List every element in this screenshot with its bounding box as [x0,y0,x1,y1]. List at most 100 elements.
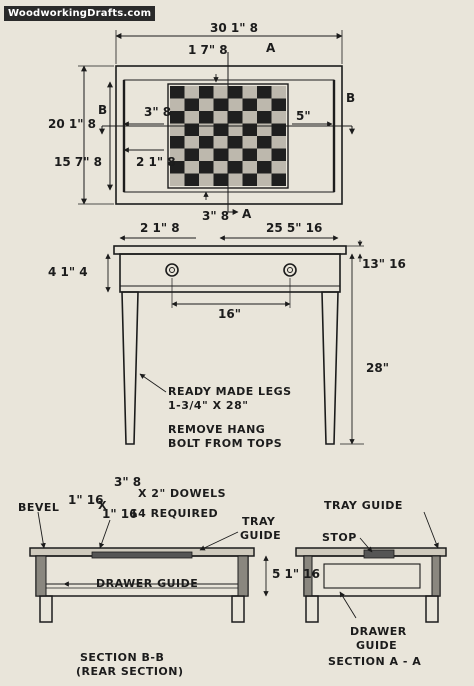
chess-square [242,136,257,149]
chess-square [199,173,214,186]
chess-square [199,136,214,149]
chess-square [170,136,185,149]
bb-caption-sub: (REAR SECTION) [76,665,184,678]
dim-board-inset-top-label: 3" 8 [144,105,172,119]
chess-square [199,148,214,161]
top-view [78,30,355,215]
times-label: X [98,499,107,512]
dim-drawer-span-label: 16" [218,307,241,321]
chess-square [184,111,199,124]
aa-caption: SECTION A - A [328,655,422,668]
chess-square [213,123,228,136]
site-logo[interactable]: WoodworkingDrafts.com [4,6,156,21]
chess-square [228,161,243,174]
chess-square [271,148,286,161]
leg-left [121,291,139,445]
dim-apron-height-label: 4 1" 4 [48,265,88,279]
chess-square [271,123,286,136]
chess-square [199,86,214,99]
chess-square [257,98,272,111]
chess-square [213,86,228,99]
bb-drawer-guide-label: DRAWER GUIDE [96,577,199,590]
dim-drawer-width-label: 25 5" 16 [266,221,323,235]
dim-leg-height-label: 28" [366,361,389,375]
dowel-length-label: X 2" DOWELS [138,487,227,500]
bb-tray [91,551,193,559]
chess-square [170,148,185,161]
bevel-label: BEVEL [18,501,60,514]
chess-square [242,148,257,161]
bevel-size-label: 1" 16 [68,493,104,507]
chess-square [228,136,243,149]
bb-height-label: 5 1" 16 [272,567,321,581]
section-a-bottom-label: A [242,207,252,221]
chess-square [170,86,185,99]
dowel-count-size-label: 1" 16 [102,507,138,521]
chess-square [199,98,214,111]
dim-overall-depth-label: 20 1" 8 [48,117,97,131]
aa-tray-guide-label: TRAY GUIDE [324,499,403,512]
chess-square [242,173,257,186]
section-a-top-label: A [266,41,276,55]
bb-frame [35,555,249,597]
chess-square [242,86,257,99]
chess-square [271,86,286,99]
chess-square [184,86,199,99]
front-view [105,235,364,445]
chess-square [271,161,286,174]
dowel-qty-label: 14 REQUIRED [130,507,219,520]
chessboard [170,86,286,186]
chess-square [242,111,257,124]
chess-square [213,173,228,186]
chess-square [271,111,286,124]
chess-square [257,173,272,186]
chess-square [213,161,228,174]
note-bolt-tops: BOLT FROM TOPS [168,437,283,450]
dim-inner-offset-label: 1 7" 8 [188,43,228,57]
dim-side-margin-label: 5" [296,109,311,123]
chess-square [199,111,214,124]
chess-square [228,111,243,124]
section-bb [29,511,269,623]
chess-square [228,173,243,186]
section-b-right-label: B [346,91,356,105]
bb-tray-label-1: TRAY [242,515,276,528]
dim-board-inset-side-label: 2 1" 8 [136,155,176,169]
dowel-diameter-label: 3" 8 [114,475,142,489]
chess-square [184,98,199,111]
aa-drawer [323,563,421,589]
chess-square [199,161,214,174]
chess-square [170,111,185,124]
aa-guide-label: GUIDE [356,639,398,652]
dim-width-label: 30 1" 8 [210,21,259,35]
chess-square [271,173,286,186]
note-legs-size: 1-3/4" X 28" [168,399,249,412]
chess-square [257,86,272,99]
chess-square [257,111,272,124]
chess-square [257,161,272,174]
chess-square [184,161,199,174]
dim-inner-depth-label: 15 7" 8 [54,155,103,169]
section-b-left-label: B [98,103,108,117]
section-aa [295,511,447,623]
chess-square [184,123,199,136]
bb-tray-label-2: GUIDE [240,529,282,542]
chess-square [213,111,228,124]
chess-square [242,161,257,174]
chess-square [184,148,199,161]
chess-square [184,173,199,186]
aa-drawer-label: DRAWER [350,625,407,638]
chess-square [242,98,257,111]
chess-square [228,86,243,99]
chess-square [228,123,243,136]
chess-square [170,123,185,136]
front-apron [119,253,341,293]
dim-top-thickness-label: 13" 16 [362,257,406,271]
chess-square [228,98,243,111]
chess-square [271,98,286,111]
chess-square [213,98,228,111]
dim-bottom-inset-label: 3" 8 [202,209,230,223]
front-top-board [113,245,347,255]
chess-square [257,136,272,149]
